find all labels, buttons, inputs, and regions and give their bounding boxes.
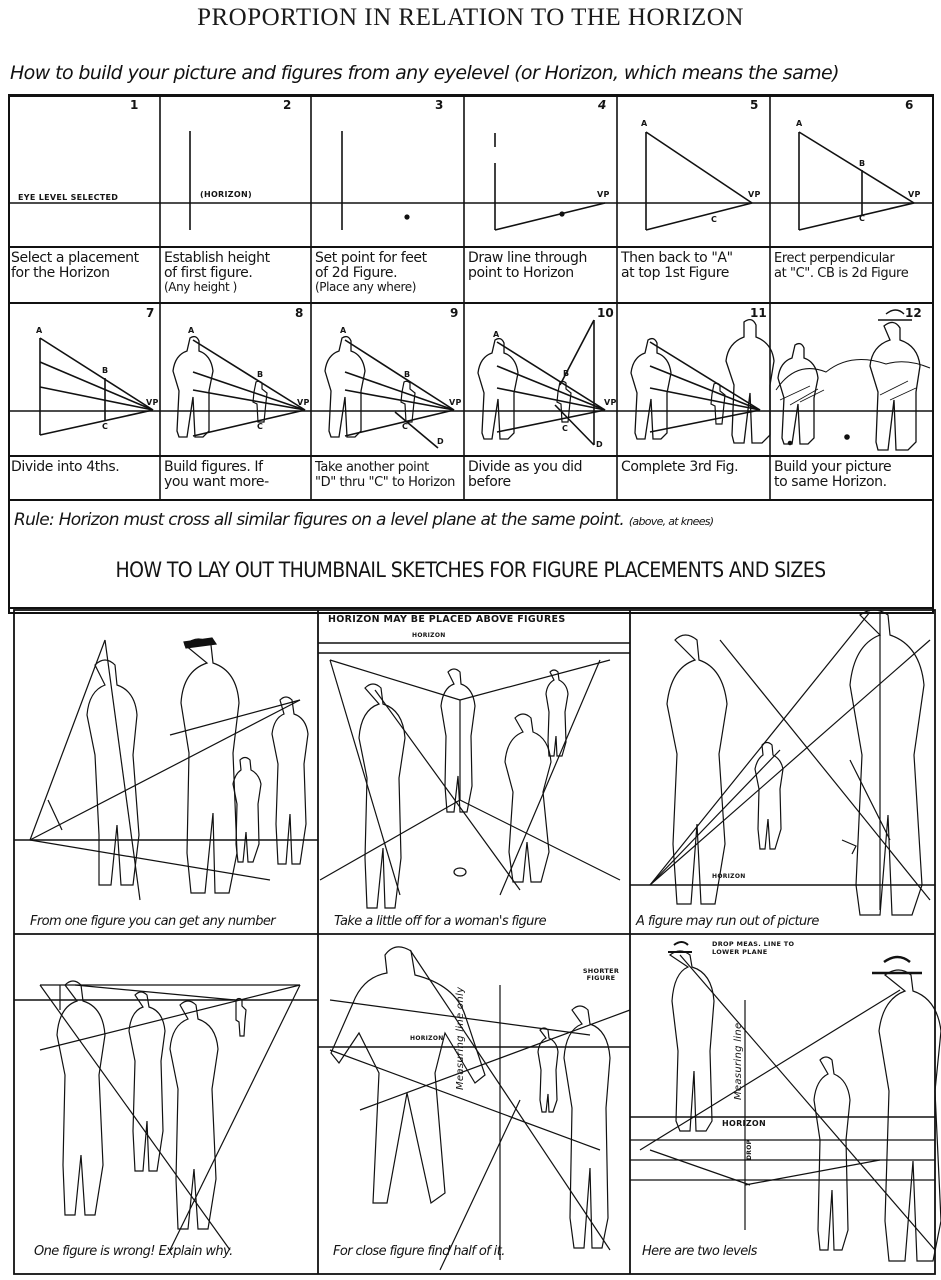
point-b-label: B xyxy=(404,370,411,379)
point-d-label: D xyxy=(437,437,444,446)
point-b-label: B xyxy=(859,159,866,168)
step-number: 8 xyxy=(295,306,304,320)
point-a-label: A xyxy=(641,119,648,128)
step-number: 2 xyxy=(283,98,292,112)
vp-label: VP xyxy=(449,398,462,407)
measuring-line-note: Measuring line only xyxy=(455,986,466,1090)
step-number: 6 xyxy=(905,98,914,112)
horizon-label: HORIZON xyxy=(412,632,446,639)
rule-statement: Rule: Horizon must cross all similar fig… xyxy=(14,510,714,530)
step-caption-10: Divide as you did before xyxy=(468,459,583,490)
point-c-label: C xyxy=(859,214,866,223)
step-number: 12 xyxy=(905,306,922,320)
thumbnail-caption-6: Here are two levels xyxy=(642,1244,757,1259)
step-caption-5: Then back to "A" at top 1st Figure xyxy=(621,250,733,281)
section-heading: HOW TO LAY OUT THUMBNAIL SKETCHES FOR FI… xyxy=(115,558,826,582)
vp-label: VP xyxy=(297,398,310,407)
step-caption-8: Build figures. If you want more- xyxy=(164,459,269,490)
drop-measuring-line-note: DROP MEAS. LINE TO LOWER PLANE xyxy=(712,940,795,956)
step-number: 3 xyxy=(435,98,444,112)
step-caption-12: Build your picture to same Horizon. xyxy=(774,459,892,490)
thumbnail-caption-3: A figure may run out of picture xyxy=(636,914,819,929)
point-c-label: C xyxy=(102,422,109,431)
step-caption-9: Take another point "D" thru "C" to Horiz… xyxy=(315,460,456,490)
vp-label: VP xyxy=(146,398,159,407)
point-c-label: C xyxy=(711,215,718,224)
step-caption-3: Set point for feet of 2d Figure. (Place … xyxy=(315,250,427,294)
horizon-label: (HORIZON) xyxy=(200,190,252,199)
step-number: 11 xyxy=(750,306,767,320)
point-a-label: A xyxy=(340,326,347,335)
point-b-label: B xyxy=(563,369,570,378)
step-caption-11: Complete 3rd Fig. xyxy=(621,459,739,475)
point-c-label: C xyxy=(402,422,409,431)
thumbnail-caption-5: For close figure find half of it. xyxy=(333,1244,505,1259)
vp-label: VP xyxy=(748,190,761,199)
step-caption-6: Erect perpendicular at "C". CB is 2d Fig… xyxy=(774,251,909,281)
point-a-label: A xyxy=(36,326,43,335)
shorter-figure-note: SHORTER FIGURE xyxy=(582,967,620,982)
horizon-above-note: HORIZON MAY BE PLACED ABOVE FIGURES xyxy=(328,614,566,625)
point-b-label: B xyxy=(102,366,109,375)
step-number: 4 xyxy=(598,98,607,112)
point-d-label: D xyxy=(596,440,603,449)
eye-level-label: EYE LEVEL SELECTED xyxy=(18,193,119,202)
point-a-label: A xyxy=(493,330,500,339)
horizon-label: HORIZON xyxy=(410,1035,444,1042)
measuring-line-note: Measuring line xyxy=(733,1022,744,1100)
step-caption-1: Select a placement for the Horizon xyxy=(11,250,139,281)
vp-label: VP xyxy=(908,190,921,199)
horizon-label: HORIZON xyxy=(722,1119,767,1128)
steps-grid-frame xyxy=(8,94,934,614)
point-a-label: A xyxy=(188,326,195,335)
point-a-label: A xyxy=(796,119,803,128)
step-caption-2: Establish height of first figure. (Any h… xyxy=(164,250,270,294)
vp-label: VP xyxy=(604,398,617,407)
point-c-label: C xyxy=(257,422,264,431)
thumbnail-caption-2: Take a little off for a woman's figure xyxy=(334,914,547,929)
thumbnail-caption-1: From one figure you can get any number xyxy=(30,914,276,929)
step-number: 10 xyxy=(597,306,614,320)
page-subtitle: How to build your picture and figures fr… xyxy=(10,62,840,84)
step-number: 7 xyxy=(146,306,155,320)
point-c-label: C xyxy=(562,424,569,433)
step-caption-4: Draw line through point to Horizon xyxy=(468,250,587,281)
page-title: PROPORTION IN RELATION TO THE HORIZON xyxy=(197,4,744,31)
drop-label: DROP xyxy=(746,1139,753,1160)
step-number: 5 xyxy=(750,98,759,112)
step-caption-7: Divide into 4ths. xyxy=(11,459,120,475)
step-number: 9 xyxy=(450,306,459,320)
thumbnail-caption-4: One figure is wrong! Explain why. xyxy=(34,1244,233,1259)
step-number: 1 xyxy=(130,98,139,112)
horizon-label: HORIZON xyxy=(712,873,746,880)
point-b-label: B xyxy=(257,370,264,379)
vp-label: VP xyxy=(597,190,610,199)
